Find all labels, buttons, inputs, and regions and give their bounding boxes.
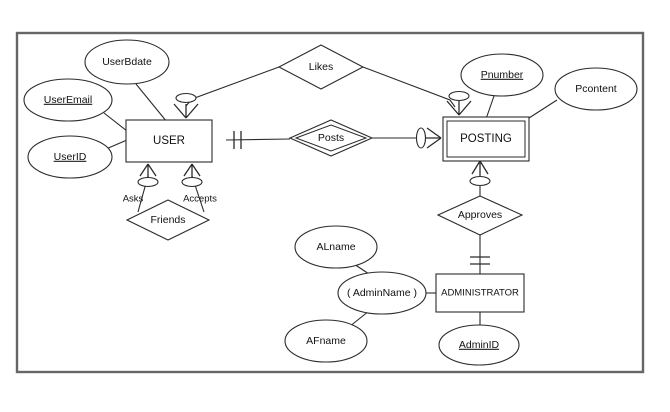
attribute-ellipse[interactable]	[460, 53, 544, 97]
attribute-adminid[interactable]: AdminID	[438, 324, 520, 366]
crowsfoot-icon	[139, 163, 157, 177]
attribute-userid[interactable]: UserID	[27, 135, 113, 179]
attribute-label: AFname	[306, 335, 346, 347]
entity-administrator[interactable]: ADMINISTRATOR	[435, 273, 525, 313]
role-label-accepts: Accepts	[183, 194, 217, 205]
role-label-asks: Asks	[123, 194, 144, 205]
entity-box-inner	[446, 120, 526, 158]
cardinality-user-likes-zero-or-many	[173, 92, 199, 119]
cardinality-posting-approves-zero-or-many	[469, 160, 491, 187]
attribute-pnumber[interactable]: Pnumber	[460, 53, 544, 97]
cardinality-posting-posts-zero-or-many	[415, 127, 442, 149]
attribute-useremail[interactable]: UserEmail	[23, 78, 113, 122]
attribute-ellipse[interactable]	[438, 324, 520, 366]
optional-circle-icon	[137, 176, 159, 188]
attribute-ellipse[interactable]	[554, 67, 638, 111]
attribute-label: ( AdminName )	[347, 287, 417, 299]
exactly-one-icon	[470, 256, 490, 265]
crowsfoot-icon	[426, 127, 442, 149]
relationship-diamond[interactable]	[125, 199, 211, 241]
attribute-label: Pcontent	[575, 83, 617, 95]
connector-user-posts	[225, 138, 291, 141]
entity-label: USER	[153, 135, 185, 147]
connector-pnumber-posting	[485, 95, 495, 120]
attribute-label: Pnumber	[481, 69, 524, 81]
optional-circle-icon	[469, 175, 491, 187]
crowsfoot-icon	[173, 103, 199, 119]
relationship-friends[interactable]: Friends	[125, 199, 211, 241]
optional-circle-icon	[448, 90, 470, 102]
attribute-pcontent[interactable]: Pcontent	[554, 67, 638, 111]
attribute-label: AdminID	[459, 339, 500, 351]
entity-label: ADMINISTRATOR	[441, 288, 519, 299]
attribute-ellipse[interactable]	[294, 225, 378, 269]
relationship-diamond-inner	[294, 124, 368, 152]
optional-circle-icon	[415, 127, 427, 149]
attribute-label: UserEmail	[44, 94, 92, 106]
crowsfoot-icon	[471, 160, 489, 176]
attribute-ellipse[interactable]	[84, 39, 170, 85]
cardinality-user-posts-exactly-one	[233, 131, 242, 149]
entity-label: POSTING	[460, 133, 512, 145]
attribute-ellipse[interactable]	[23, 78, 113, 122]
attribute-ellipse[interactable]	[284, 319, 368, 363]
entity-user[interactable]: USER	[125, 119, 213, 163]
entity-box[interactable]	[435, 273, 525, 313]
attribute-ellipse[interactable]	[337, 271, 427, 315]
relationship-diamond[interactable]	[277, 44, 365, 90]
attribute-label: ALname	[316, 241, 355, 253]
cardinality-admin-approves-exactly-one	[470, 256, 490, 265]
cardinality-posting-likes-zero-or-many	[446, 90, 472, 116]
relationship-diamond-outer[interactable]	[288, 119, 374, 157]
crowsfoot-icon	[183, 163, 201, 177]
attribute-label: UserID	[54, 151, 87, 163]
connector-pcontent-posting	[528, 99, 558, 119]
entity-posting-weak[interactable]: POSTING	[442, 116, 530, 162]
attribute-afname[interactable]: AFname	[284, 319, 368, 363]
attribute-userbdate[interactable]: UserBdate	[84, 39, 170, 85]
relationship-approves[interactable]: Approves	[436, 195, 524, 236]
relationship-label: Friends	[150, 214, 185, 226]
relationship-diamond[interactable]	[436, 195, 524, 236]
connector-userid-user	[105, 139, 128, 150]
relationship-posts-identifying[interactable]: Posts	[288, 119, 374, 157]
entity-box-outer[interactable]	[442, 116, 530, 162]
attribute-ellipse[interactable]	[27, 135, 113, 179]
entity-box[interactable]	[125, 119, 213, 163]
relationship-label: Posts	[318, 132, 344, 144]
exactly-one-icon	[233, 131, 242, 149]
connector-useremail-user	[103, 112, 128, 132]
diagram-frame-border	[15, 31, 645, 374]
cardinality-user-asks-zero-or-many	[137, 163, 159, 188]
relationship-label: Likes	[309, 61, 334, 73]
optional-circle-icon	[175, 92, 197, 104]
crowsfoot-icon	[446, 100, 472, 116]
optional-circle-icon	[181, 176, 203, 188]
connector-userbdate-user	[135, 83, 168, 123]
cardinality-user-accepts-zero-or-many	[181, 163, 203, 188]
relationship-label: Approves	[458, 209, 502, 221]
attribute-label: UserBdate	[102, 56, 152, 68]
relationship-likes[interactable]: Likes	[277, 44, 365, 90]
connector-likes-posting	[362, 66, 456, 108]
attribute-adminname-composite[interactable]: ( AdminName )	[337, 271, 427, 315]
attribute-alname[interactable]: ALname	[294, 225, 378, 269]
